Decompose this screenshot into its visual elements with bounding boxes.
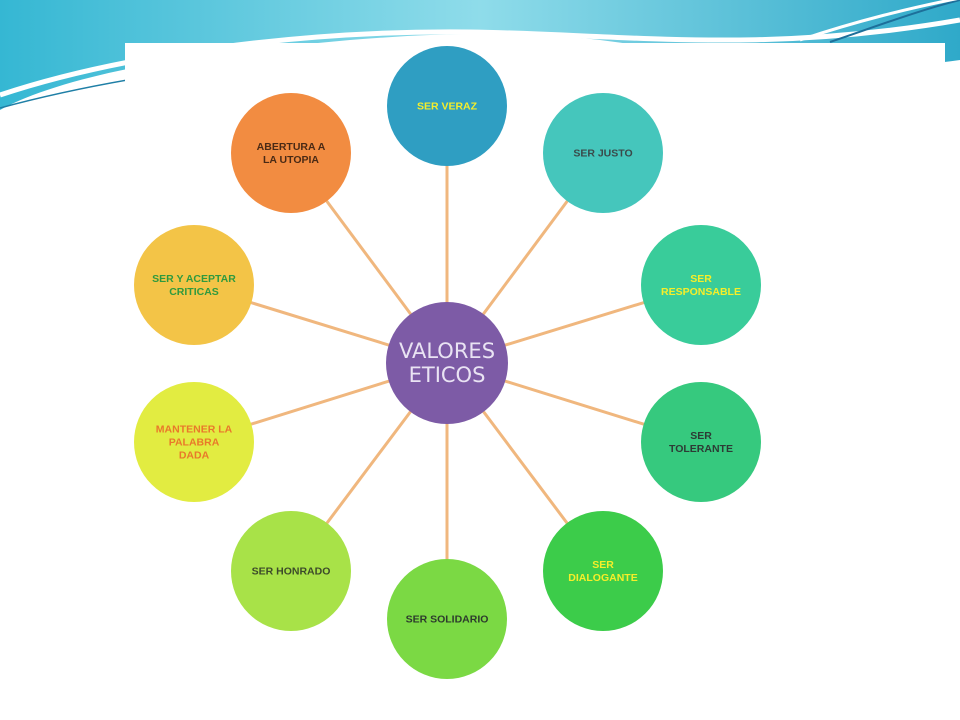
node-label-ser-solidario: SER SOLIDARIO [406, 614, 489, 626]
node-circle-ser-responsable [641, 225, 761, 345]
node-label-ser-y-aceptar-criticas: SER Y ACEPTAR [152, 273, 236, 285]
node-label-ser-justo: SER JUSTO [573, 148, 632, 160]
node-ser-honrado: SER HONRADO [231, 511, 351, 631]
node-label-ser-dialogante: DIALOGANTE [568, 572, 637, 584]
node-label-mantener-la-palabra-dada: DADA [179, 450, 210, 462]
node-circle-ser-tolerante [641, 382, 761, 502]
node-circle-ser-honrado [231, 511, 351, 631]
top-right-curl [829, 0, 960, 43]
node-label-ser-responsable: RESPONSABLE [661, 286, 741, 298]
node-label-ser-tolerante: TOLERANTE [669, 443, 733, 455]
node-label-ser-tolerante: SER [690, 430, 712, 442]
node-ser-veraz: SER VERAZ [387, 46, 507, 166]
node-label-ser-honrado: SER HONRADO [252, 566, 331, 578]
center-label: ETICOS [409, 363, 486, 387]
node-label-abertura-a-la-utopia: LA UTOPIA [263, 154, 319, 166]
top-swoosh-band [0, 0, 960, 110]
node-label-ser-dialogante: SER [592, 559, 614, 571]
node-circle-ser-justo [543, 93, 663, 213]
node-circle-ser-dialogante [543, 511, 663, 631]
node-circle-ser-solidario [387, 559, 507, 679]
node-circle-abertura-a-la-utopia [231, 93, 351, 213]
node-label-abertura-a-la-utopia: ABERTURA A [257, 141, 326, 153]
center-label: VALORES [399, 339, 495, 363]
top-right-curl-highlight [799, 0, 958, 42]
center-circle [386, 302, 508, 424]
node-circle-mantener-la-palabra-dada [134, 382, 254, 502]
node-circle-ser-veraz [387, 46, 507, 166]
node-label-ser-responsable: SER [690, 273, 712, 285]
node-label-mantener-la-palabra-dada: MANTENER LA [156, 424, 233, 436]
node-label-ser-y-aceptar-criticas: CRITICAS [169, 286, 219, 298]
node-label-ser-veraz: SER VERAZ [417, 101, 478, 113]
node-ser-justo: SER JUSTO [543, 93, 663, 213]
node-label-mantener-la-palabra-dada: PALABRA [169, 437, 220, 449]
node-ser-solidario: SER SOLIDARIO [387, 559, 507, 679]
node-circle-ser-y-aceptar-criticas [134, 225, 254, 345]
node-abertura-a-la-utopia: ABERTURA ALA UTOPIA [231, 93, 351, 213]
